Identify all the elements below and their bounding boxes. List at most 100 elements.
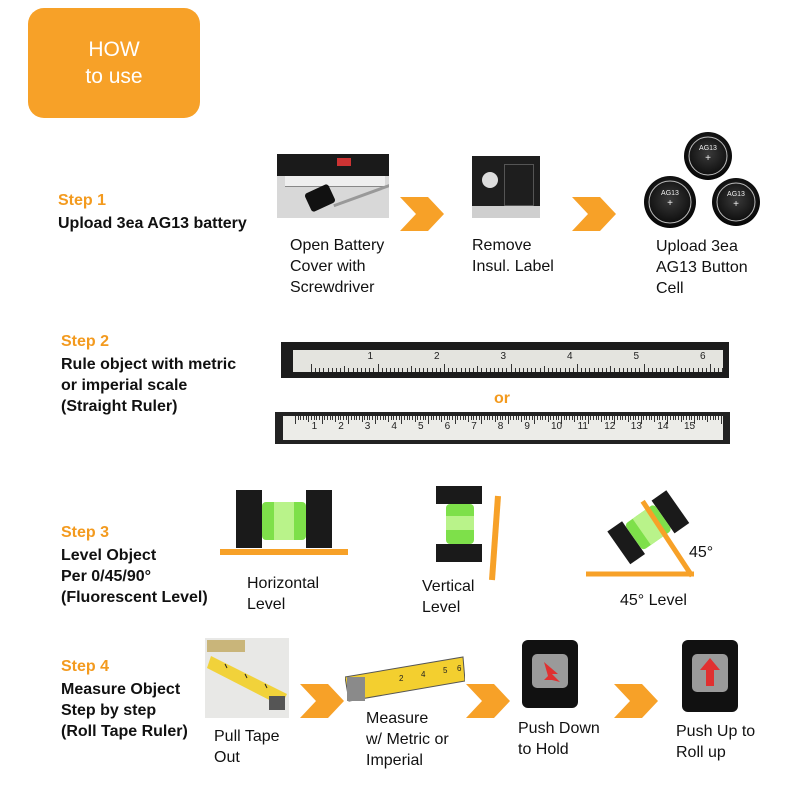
ruler-tick [643, 416, 645, 420]
ruler-tick [439, 368, 441, 372]
ruler-tick [697, 368, 699, 372]
ruler-tick [297, 416, 299, 420]
ruler-tick [475, 416, 477, 420]
ruler-tick [329, 416, 331, 420]
ruler-tick [337, 416, 339, 420]
ruler-tick [632, 416, 634, 420]
ruler-tick [385, 416, 387, 420]
ruler-tick [539, 368, 541, 372]
step3-title: Step 3 [61, 524, 110, 541]
ruler-tick [344, 366, 346, 372]
ruler-tick [423, 368, 425, 372]
ruler-number: 6 [444, 421, 451, 432]
ruler-tick [597, 368, 599, 372]
ruler-tick [717, 416, 719, 420]
ruler-tick [600, 416, 602, 422]
ruler-tick [672, 416, 674, 420]
ruler-tick [417, 416, 419, 420]
ruler-tick [670, 416, 672, 420]
ruler-tick [369, 368, 371, 372]
ruler-tick [335, 368, 337, 372]
step4-arrow-3 [614, 684, 658, 718]
ruler-tick [390, 416, 392, 420]
ruler-tick [326, 416, 328, 420]
ruler-tick [402, 368, 404, 372]
ruler-tick [564, 368, 566, 372]
ruler-tick [592, 416, 594, 420]
ruler-tick [545, 416, 547, 420]
ruler-number: 15 [684, 421, 696, 432]
ruler-tick [477, 366, 479, 372]
step4-caption-push-up: Push Up to Roll up [676, 723, 756, 761]
ruler-tick [603, 416, 605, 420]
ruler-tick [465, 416, 467, 420]
ruler-tick [435, 368, 437, 372]
ruler-tick [300, 416, 302, 420]
ruler-tick [393, 416, 395, 420]
ruler-tick [369, 416, 371, 420]
ruler-tick [478, 416, 480, 420]
battery-cover-photo [277, 154, 389, 218]
ruler-tick [712, 416, 714, 420]
step4-caption-measure: Measure w/ Metric or Imperial [366, 710, 449, 769]
ruler-tick [593, 368, 595, 372]
angle-label: 45° [689, 544, 714, 561]
ruler-tick [560, 368, 562, 372]
ruler-tick [537, 416, 539, 420]
ruler-tick [310, 416, 312, 420]
ruler-tick [718, 368, 720, 372]
ruler-tick [467, 416, 469, 422]
ruler-tick [662, 416, 664, 420]
ruler-tick [651, 368, 653, 372]
or-label: or [494, 390, 510, 407]
ruler-tick [431, 368, 433, 372]
ruler-tick [444, 364, 445, 372]
ruler-tick [568, 368, 570, 372]
ruler-tick [489, 368, 491, 372]
ruler-tick [707, 416, 709, 422]
ruler-tick [660, 368, 662, 372]
ruler-tick [638, 416, 640, 420]
ruler-tick [631, 368, 633, 372]
ruler-tick [499, 416, 501, 420]
ruler-tick [585, 368, 587, 372]
ruler-tick [568, 416, 570, 420]
ruler-tick [372, 416, 374, 420]
ruler-tick [483, 416, 485, 420]
ruler-tick [449, 416, 451, 420]
ruler-tick [664, 416, 666, 420]
ruler-tick [558, 416, 560, 420]
ruler-tick [659, 416, 661, 420]
ruler-tick [406, 368, 408, 372]
ruler-tick [694, 416, 695, 424]
ruler-tick [635, 416, 637, 420]
ruler-tick [523, 416, 525, 420]
ruler-tick [398, 368, 400, 372]
ruler-tick [651, 416, 653, 420]
ruler-tick [555, 416, 557, 420]
how-to-use-banner: HOW to use [28, 8, 200, 118]
ruler-tick [443, 416, 445, 420]
ruler-tick [704, 416, 706, 420]
ruler-tick [377, 364, 379, 372]
ruler-tick [668, 368, 670, 372]
ruler-tick [460, 368, 462, 372]
ruler-tick [422, 416, 424, 420]
svg-text:+: + [705, 153, 711, 164]
banner-line-1: HOW [88, 38, 140, 61]
ruler-tick [473, 368, 475, 372]
ruler-number: 4 [567, 351, 573, 362]
insulation-label-photo [472, 156, 540, 218]
ruler-tick [419, 368, 421, 372]
ruler-number: 5 [633, 351, 640, 362]
ruler-tick [590, 416, 592, 420]
push-down-button-photo [522, 640, 578, 708]
ruler-tick [529, 416, 531, 420]
ruler-tick [502, 416, 504, 420]
ruler-tick [358, 416, 360, 420]
ruler-tick [691, 416, 693, 420]
ruler-tick [433, 416, 435, 420]
ruler-number: 14 [657, 421, 669, 432]
ruler-tick [425, 416, 427, 420]
